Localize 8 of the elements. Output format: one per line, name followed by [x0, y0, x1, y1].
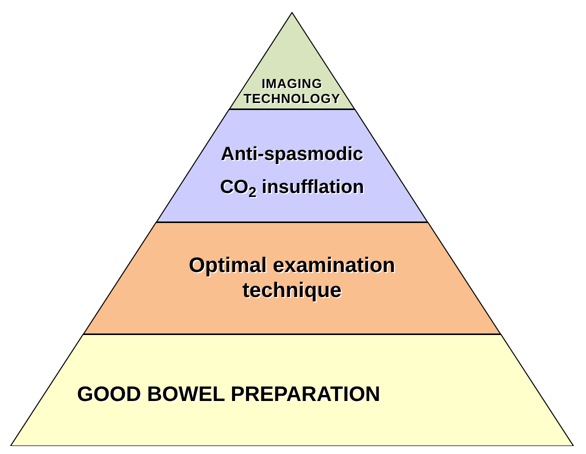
tier-label: Optimal examination technique	[188, 253, 396, 303]
pyramid-tier	[156, 109, 428, 222]
tier-label: GOOD BOWEL PREPARATION	[77, 383, 380, 407]
tier-label: CO$_{2}$ insufflation	[220, 177, 364, 199]
tier-label: Anti-spasmodic	[220, 144, 364, 166]
pyramid-tier	[83, 222, 501, 334]
tier-label: IMAGING TECHNOLOGY	[242, 76, 342, 106]
pyramid-tier	[10, 334, 574, 446]
